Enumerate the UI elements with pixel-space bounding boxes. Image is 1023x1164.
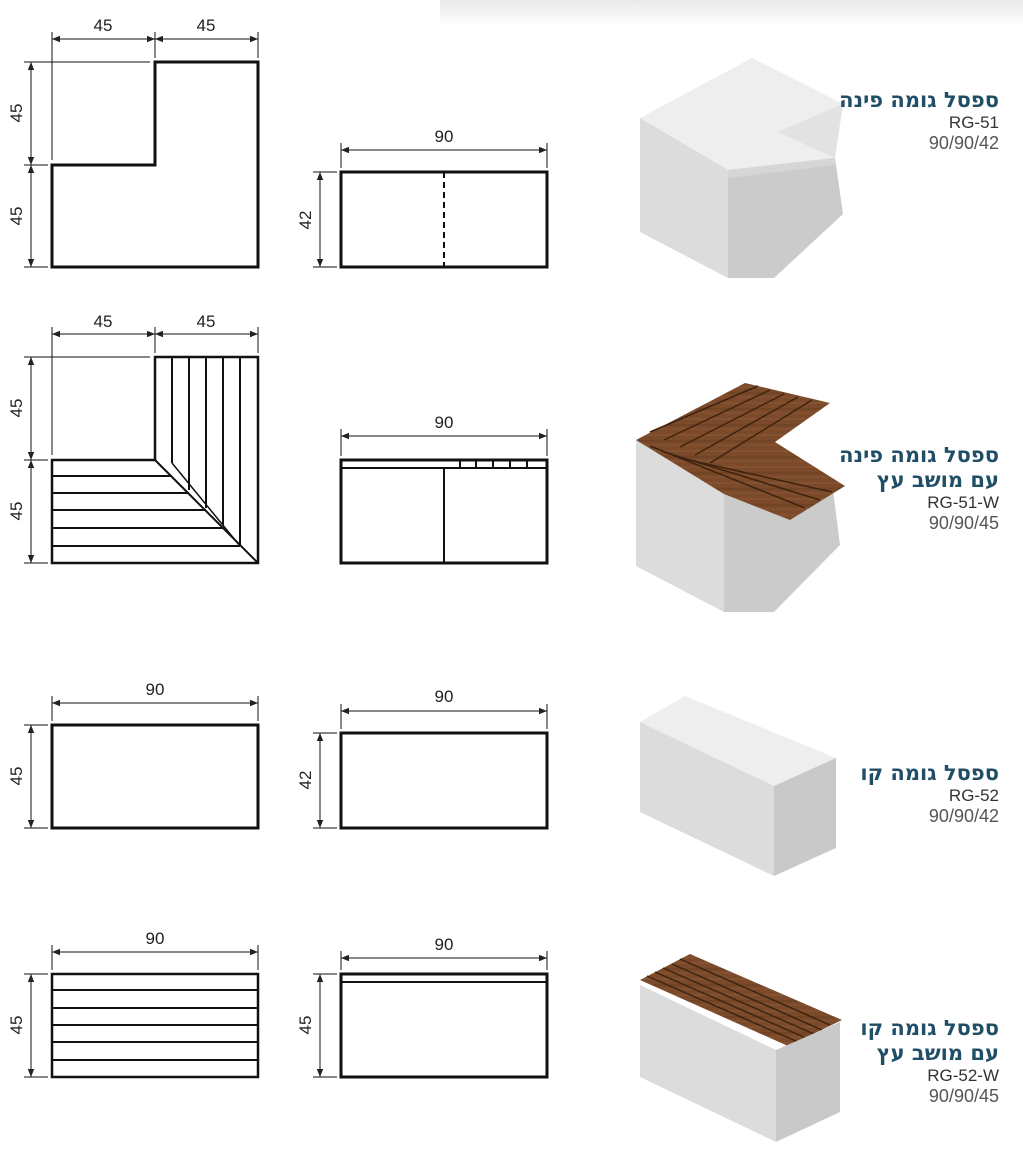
rg51-elevation-view bbox=[313, 143, 549, 269]
rg52w-plan-view bbox=[24, 945, 260, 1079]
dim-text: 90 bbox=[146, 929, 165, 948]
dim-text: 42 bbox=[296, 771, 315, 790]
product-name-line2: עם מושב עץ bbox=[876, 1040, 999, 1065]
product-name: ספסל גומה קו bbox=[860, 1016, 999, 1040]
rg51w-plan-view bbox=[24, 327, 260, 565]
dim-text: 45 bbox=[94, 312, 113, 331]
dim-text: 90 bbox=[146, 680, 165, 699]
dim-text: 42 bbox=[296, 211, 315, 230]
product-size: 90/90/42 bbox=[928, 132, 999, 153]
product-name: ספסל גומה קו bbox=[860, 761, 999, 785]
product-label-rg52: ספסל גומה קו RG-52 90/90/42 bbox=[860, 761, 999, 827]
dim-text: 45 bbox=[7, 104, 26, 123]
rg51w-elevation-view bbox=[339, 429, 549, 565]
dim-text: 45 bbox=[7, 207, 26, 226]
dim-text: 90 bbox=[435, 687, 454, 706]
dim-text: 90 bbox=[435, 935, 454, 954]
dim-text: 45 bbox=[7, 767, 26, 786]
rg51w-product-render bbox=[636, 383, 845, 612]
dim-text: 45 bbox=[7, 502, 26, 521]
rg52-product-render bbox=[640, 696, 836, 876]
product-name-line2: עם מושב עץ bbox=[876, 467, 999, 492]
product-label-rg52w: ספסל גומה קו עם מושב עץ RG-52-W 90/90/45 bbox=[860, 1016, 999, 1107]
rg52-elevation-view bbox=[313, 704, 549, 830]
rg52w-product-render bbox=[640, 954, 842, 1142]
dim-text: 45 bbox=[94, 16, 113, 35]
product-code: RG-52-W bbox=[927, 1065, 999, 1085]
product-label-rg51: ספסל גומה פינה RG-51 90/90/42 bbox=[839, 88, 999, 154]
top-fade-band bbox=[440, 0, 1023, 26]
product-name: ספסל גומה פינה bbox=[839, 88, 999, 112]
dim-text: 45 bbox=[7, 1016, 26, 1035]
product-size: 90/90/45 bbox=[928, 512, 999, 533]
product-size: 90/90/45 bbox=[928, 1085, 999, 1106]
dim-text: 45 bbox=[7, 399, 26, 418]
rg52-plan-view bbox=[24, 696, 260, 830]
product-label-rg51w: ספסל גומה פינה עם מושב עץ RG-51-W 90/90/… bbox=[839, 443, 999, 534]
product-code: RG-52 bbox=[948, 785, 999, 805]
product-code: RG-51 bbox=[948, 112, 999, 132]
rg51-product-render bbox=[640, 58, 843, 278]
dim-text: 45 bbox=[197, 16, 216, 35]
rg51-plan-view bbox=[24, 32, 260, 269]
dim-text: 45 bbox=[296, 1016, 315, 1035]
dim-text: 90 bbox=[435, 413, 454, 432]
rg52w-elevation-view bbox=[313, 951, 549, 1079]
dim-text: 90 bbox=[435, 127, 454, 146]
product-code: RG-51-W bbox=[927, 492, 999, 512]
product-name: ספסל גומה פינה bbox=[839, 443, 999, 467]
dim-text: 45 bbox=[197, 312, 216, 331]
product-size: 90/90/42 bbox=[928, 805, 999, 826]
